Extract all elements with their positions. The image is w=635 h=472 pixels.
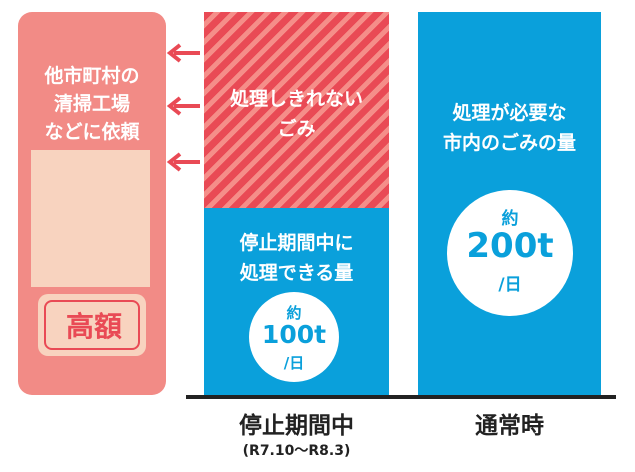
normal-waste-line: 市内のごみの量 — [442, 132, 576, 154]
amount-unit: /日 — [283, 354, 305, 372]
processable-during-stop-block: 停止期間中に 処理できる量 約 100t /日 — [204, 208, 389, 395]
unprocessable-line: ごみ — [277, 118, 316, 140]
stop-period-label: 停止期間中 — [239, 413, 354, 439]
amount-value: 100t — [261, 320, 327, 349]
outsourcing-line: 他市町村の — [44, 65, 140, 87]
processable-text: 停止期間中に 処理できる量 — [204, 228, 389, 288]
amount-prefix: 約 — [286, 304, 302, 322]
normal-waste-line: 処理が必要な — [452, 102, 567, 124]
unprocessable-line: 処理しきれない — [229, 88, 363, 110]
outsourcing-line: 清掃工場 — [53, 93, 130, 115]
normal-amount-circle: 約 200t /日 — [447, 190, 573, 316]
normal-waste-text: 処理が必要な 市内のごみの量 — [418, 98, 601, 158]
unprocessable-waste-block: 処理しきれない ごみ — [204, 12, 389, 208]
outsourcing-panel: 他市町村の 清掃工場 などに依頼 高額 — [18, 12, 166, 395]
amount-unit: /日 — [498, 275, 522, 295]
normal-waste-block: 処理が必要な 市内のごみの量 約 200t /日 — [418, 12, 601, 395]
cost-badge-frame: 高額 — [44, 300, 140, 350]
cost-badge: 高額 — [38, 294, 146, 356]
outsourcing-volume-box — [31, 150, 150, 287]
normal-period-label: 通常時 — [475, 413, 544, 439]
arrow-left-icon — [166, 96, 200, 116]
stop-period-amount-circle: 約 100t /日 — [249, 292, 339, 382]
arrow-left-icon — [166, 43, 200, 63]
outsourcing-line: などに依頼 — [44, 121, 140, 143]
baseline — [186, 395, 616, 399]
arrow-left-icon — [166, 152, 200, 172]
unprocessable-waste-text: 処理しきれない ごみ — [204, 84, 389, 144]
stop-period-dates: (R7.10〜R8.3) — [242, 443, 351, 459]
amount-value: 200t — [466, 226, 554, 266]
outsourcing-text: 他市町村の 清掃工場 などに依頼 — [18, 62, 166, 146]
cost-badge-label: 高額 — [65, 310, 122, 343]
amount-prefix: 約 — [501, 209, 519, 229]
processable-line: 処理できる量 — [239, 262, 354, 284]
processable-line: 停止期間中に — [239, 232, 354, 254]
